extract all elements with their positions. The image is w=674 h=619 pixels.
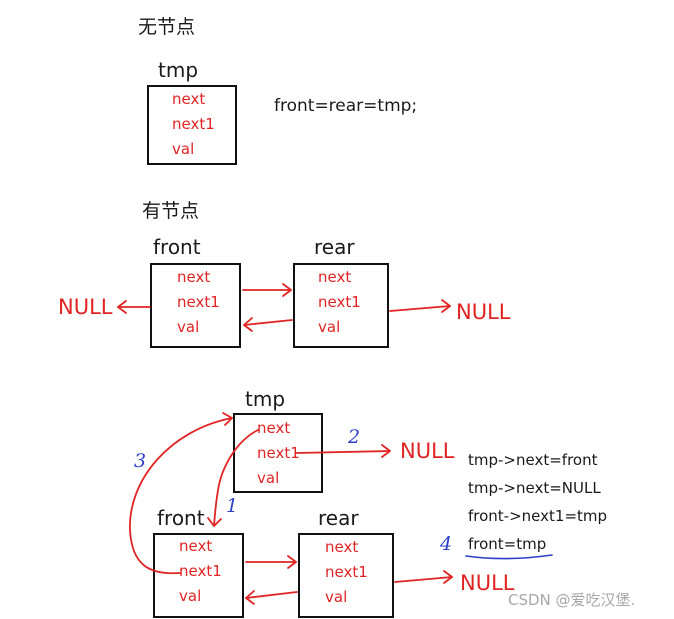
- rear-mid-val-field: val: [318, 318, 341, 336]
- step-statement-3: front->next1=tmp: [468, 507, 608, 525]
- rear-bottom-val-field: val: [325, 588, 348, 606]
- front-label-bottom: front: [157, 506, 205, 530]
- front-label-mid: front: [153, 235, 201, 259]
- arrow-step3-front-next1-to-tmp: [129, 412, 233, 575]
- front-node-mid: [150, 263, 241, 348]
- rear-mid-next1-field: next1: [318, 293, 361, 311]
- step-number-2: 2: [348, 426, 361, 448]
- tmp-label-bottom: tmp: [245, 387, 286, 411]
- tmp-bottom-next1-field: next1: [257, 444, 300, 462]
- tmp-bottom-val-field: val: [257, 469, 280, 487]
- watermark: CSDN @爱吃汉堡.: [508, 591, 636, 609]
- front-bottom-next1-field: next1: [179, 562, 222, 580]
- step-number-4: 4: [440, 533, 453, 555]
- tmp-top-next1-field: next1: [172, 115, 215, 133]
- init-code: front=rear=tmp;: [274, 96, 418, 116]
- arrow-rear-next1-to-front: [243, 317, 293, 332]
- rear-label-mid: rear: [314, 235, 355, 259]
- arrow-step2-tmp-next1-to-null: [295, 444, 391, 458]
- arrow-front-to-null-left: [117, 300, 151, 314]
- arrow-front-next-to-rear: [242, 283, 292, 297]
- arrow-rear-to-null-bottom: [394, 570, 453, 584]
- step-statement-4: front=tmp: [468, 535, 547, 553]
- arrow-front-next-to-rear-bottom: [245, 555, 297, 569]
- null-tmp-bottom: NULL: [400, 439, 455, 463]
- null-rear-bottom: NULL: [460, 571, 515, 595]
- tmp-top-val-field: val: [172, 140, 195, 158]
- arrow-rear-to-null-right: [389, 299, 451, 313]
- null-left-mid: NULL: [58, 295, 113, 319]
- section-has-node-heading: 有节点: [142, 200, 200, 222]
- step-number-3: 3: [134, 450, 147, 472]
- rear-node-mid: [293, 263, 389, 348]
- rear-mid-next-field: next: [318, 268, 352, 286]
- rear-label-bottom: rear: [318, 506, 359, 530]
- front-bottom-next-field: next: [179, 537, 213, 555]
- arrow-step1-tmp-next-to-front: [207, 429, 259, 527]
- front-mid-next-field: next: [177, 268, 211, 286]
- rear-bottom-next-field: next: [325, 538, 359, 556]
- rear-bottom-next1-field: next1: [325, 563, 368, 581]
- tmp-node-top: [147, 85, 237, 165]
- section-no-node-heading: 无节点: [138, 16, 196, 38]
- front-mid-next1-field: next1: [177, 293, 220, 311]
- front-node-bottom: [153, 533, 244, 618]
- arrow-rear-next1-to-front-bottom: [245, 590, 298, 605]
- null-right-mid: NULL: [456, 300, 511, 324]
- front-mid-val-field: val: [177, 318, 200, 336]
- rear-node-bottom: [298, 533, 394, 618]
- step-number-1: 1: [226, 495, 239, 517]
- step-statement-2: tmp->next=NULL: [468, 479, 601, 497]
- tmp-top-next-field: next: [172, 90, 206, 108]
- step4-underline: [465, 554, 553, 560]
- front-bottom-val-field: val: [179, 587, 202, 605]
- step-statement-1: tmp->next=front: [468, 451, 598, 469]
- tmp-label-top: tmp: [158, 58, 199, 82]
- tmp-bottom-next-field: next: [257, 419, 291, 437]
